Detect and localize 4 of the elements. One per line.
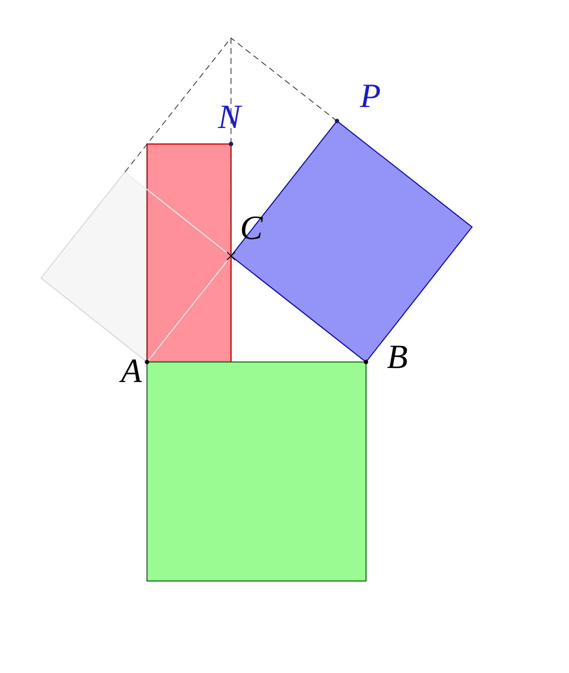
point-label: N bbox=[218, 101, 241, 135]
point-label: A bbox=[121, 355, 142, 389]
point-label: P bbox=[360, 80, 381, 114]
point-label: B bbox=[387, 341, 408, 375]
